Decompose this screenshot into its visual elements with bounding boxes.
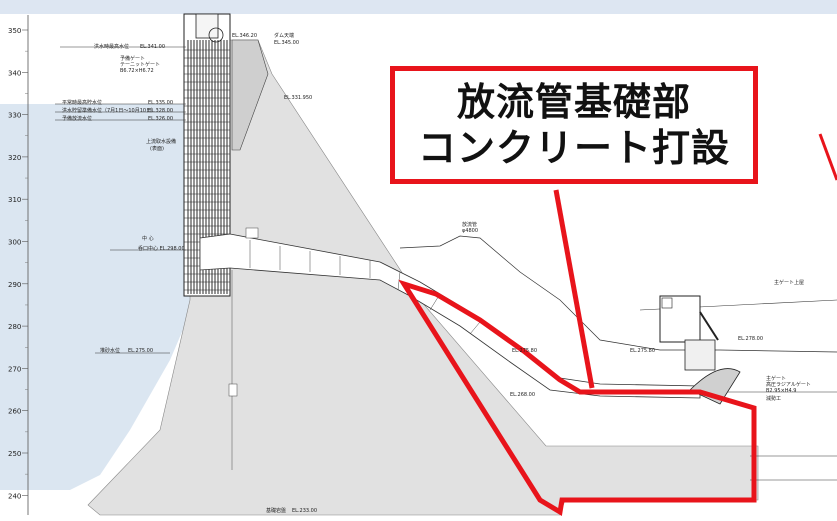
elevation-tick-label: 310 — [8, 196, 21, 204]
penstock-pipe — [199, 233, 701, 399]
label-spillway-level: 予備放流水位 — [62, 115, 92, 122]
label-intake-sub: (表面) — [150, 145, 164, 152]
label-main-gate: 主ゲート — [766, 375, 786, 382]
callout-line-2: コンクリート打設 — [417, 126, 730, 170]
elevation-tick-label: 330 — [8, 112, 21, 120]
label-sediment-el: EL.275.00 — [128, 348, 153, 354]
callout-pointer — [553, 189, 595, 389]
label-spare-gate-sub: テーニットゲート — [120, 61, 160, 68]
label-spare-gate-dim: B6.72×H6.72 — [120, 68, 154, 74]
label-pipe-dim: φ4800 — [462, 228, 478, 234]
label-foundation-el: EL.233.00 — [292, 508, 317, 514]
label-el-275b: EL.275.80 — [512, 348, 537, 354]
elevation-tick-label: 280 — [8, 323, 21, 331]
gallery — [228, 383, 238, 397]
dam-body — [87, 39, 759, 516]
callout-pointer-right — [818, 133, 837, 181]
label-el-331: EL.331.950 — [284, 95, 312, 101]
label-intake: 上流取水設備 — [146, 138, 176, 145]
label-main-gate-upper: 主ゲート上屋 — [774, 279, 804, 286]
label-flood-water: 洪水時最高水位 — [94, 43, 129, 50]
label-normal-high-el: EL.335.00 — [148, 100, 173, 106]
elevation-ticks: 350 340 330 320 310 300 290 280 270 260 250 240 — [8, 27, 28, 500]
label-pipe: 放流管 — [462, 221, 477, 228]
pipe-segment-joint — [397, 271, 401, 291]
pipe-segment-joint — [469, 321, 481, 335]
reservoir-water — [0, 104, 200, 490]
crest-structure — [231, 39, 269, 151]
callout-box: 放流管基礎部 コンクリート打設 — [390, 66, 758, 184]
elevation-tick-label: 240 — [8, 492, 21, 500]
label-spillway-level-el: EL.326.00 — [148, 116, 173, 122]
top-banner — [0, 0, 837, 14]
foundation-outline — [398, 279, 757, 517]
elevation-tick-label: 340 — [8, 69, 21, 77]
elevation-tick-label: 260 — [8, 408, 21, 416]
label-foundation: 基礎岩盤 — [266, 507, 286, 514]
label-sediment: 堆砂水位 — [100, 347, 120, 354]
drawing-labels: ダム天端 EL.345.00 EL.346.20 洪水時最高水位 EL.341.… — [62, 32, 811, 514]
label-energy: 減勢工 — [766, 395, 781, 402]
label-main-gate-sub: 高圧ラジアルゲート — [766, 381, 811, 388]
elevation-tick-label: 270 — [8, 365, 21, 373]
elevation-tick-label: 350 — [8, 27, 21, 35]
gate-house — [659, 295, 741, 405]
label-el-278: EL.278.00 — [738, 336, 763, 342]
terrain-line — [399, 235, 837, 353]
label-flood-ctrl: 洪水貯留準備水位（7月1日〜10月10日） — [62, 107, 156, 114]
elevation-tick-label: 290 — [8, 281, 21, 289]
label-center: 中 心 — [142, 235, 154, 242]
label-el-275: EL.275.80 — [630, 348, 655, 354]
water-level-lines — [55, 46, 186, 354]
gallery-upper — [245, 227, 259, 239]
label-normal-high: 平常時最高貯水位 — [62, 99, 102, 106]
label-spare-gate: 予備ゲート — [120, 55, 145, 62]
elevation-tick-label: 300 — [8, 239, 21, 247]
label-flood-water-el: EL.341.00 — [140, 44, 165, 50]
label-dam-crest-el: EL.345.00 — [274, 40, 299, 46]
label-main-gate-dim: B2.95×H4.9 — [766, 388, 796, 394]
label-center-el: 呑口中心 EL.298.00 — [138, 245, 185, 252]
label-el-346: EL.346.20 — [232, 33, 257, 39]
callout-line-1: 放流管基礎部 — [456, 80, 691, 124]
elevation-tick-label: 320 — [8, 154, 21, 162]
label-dam-crest: ダム天端 — [274, 32, 294, 39]
label-el-268: EL.268.00 — [510, 392, 535, 398]
elevation-tick-label: 250 — [8, 450, 21, 458]
label-flood-ctrl-el: EL.328.00 — [148, 108, 173, 114]
